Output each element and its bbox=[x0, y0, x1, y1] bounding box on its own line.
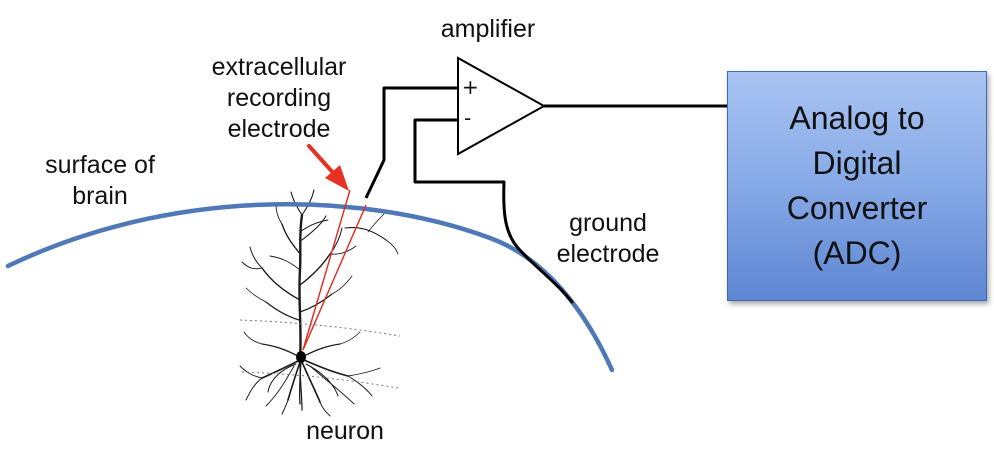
surface-of-brain-label: surface of brain bbox=[30, 150, 170, 212]
amplifier-plus-sign: + bbox=[462, 75, 479, 99]
electrode-label-line3: electrode bbox=[227, 115, 331, 143]
cortical-layer-line bbox=[241, 371, 399, 389]
brain-surface-curve bbox=[5, 202, 615, 373]
ground-label-line2: electrode bbox=[556, 240, 660, 268]
electrode-pointer-arrow bbox=[307, 144, 349, 191]
ground-electrode-wire bbox=[413, 118, 574, 304]
cortical-layer-line bbox=[239, 319, 401, 337]
ground-label-line1: ground bbox=[569, 209, 647, 237]
electrode-label: extracellular recording electrode bbox=[196, 52, 362, 145]
neuron-label: neuron bbox=[306, 417, 384, 445]
neuron-soma bbox=[296, 351, 306, 363]
amplifier-label: amplifier bbox=[440, 15, 536, 43]
adc-label-line3: Converter bbox=[786, 190, 928, 226]
amplifier-minus-sign: - bbox=[464, 106, 471, 130]
surface-label-line1: surface of bbox=[45, 151, 155, 179]
adc-label-line4: (ADC) bbox=[812, 235, 902, 271]
recording-electrode-tip bbox=[302, 189, 367, 351]
electrode-label-line2: recording bbox=[226, 84, 332, 112]
ground-electrode-label: ground electrode bbox=[548, 208, 668, 270]
adc-label-line1: Analog to bbox=[789, 100, 925, 136]
surface-label-line2: brain bbox=[72, 182, 128, 210]
electrode-wire-plus bbox=[364, 86, 458, 199]
electrode-label-line1: extracellular bbox=[211, 53, 347, 81]
amplifier-triangle bbox=[457, 56, 547, 156]
adc-box: Analog to Digital Converter (ADC) bbox=[727, 71, 987, 301]
neuron-drawing bbox=[239, 189, 399, 417]
adc-label-line2: Digital bbox=[812, 145, 902, 181]
